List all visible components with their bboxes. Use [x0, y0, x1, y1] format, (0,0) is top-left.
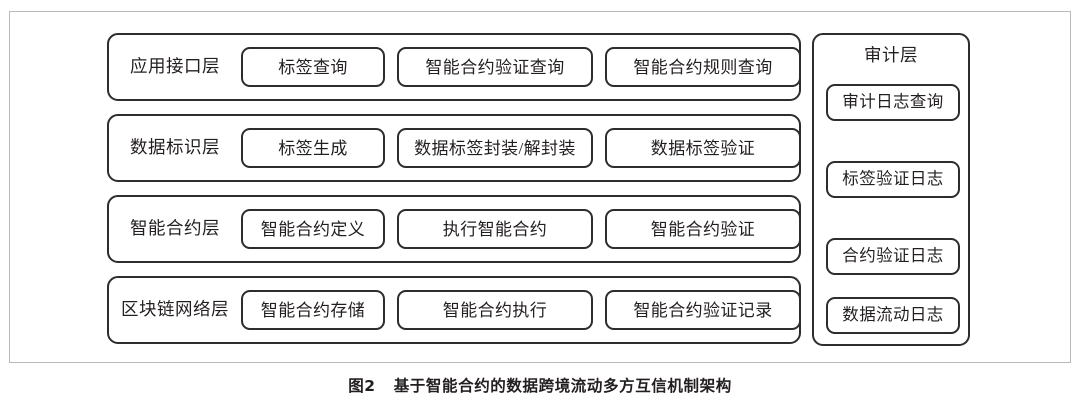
- layer-node[interactable]: 智能合约执行: [397, 290, 593, 330]
- layer-node[interactable]: 数据标签验证: [605, 128, 801, 168]
- layer-row-application-interface: 应用接口层 标签查询 智能合约验证查询 智能合约规则查询: [107, 33, 801, 101]
- figure-caption-text: 基于智能合约的数据跨境流动多方互信机制架构: [393, 377, 732, 395]
- audit-node[interactable]: 审计日志查询: [826, 84, 960, 121]
- layer-node[interactable]: 智能合约存储: [241, 290, 385, 330]
- layer-title: 应用接口层: [130, 56, 220, 77]
- layer-node-group: 标签查询 智能合约验证查询 智能合约规则查询: [241, 47, 815, 87]
- layer-node[interactable]: 智能合约验证查询: [397, 47, 593, 87]
- layer-title: 区块链网络层: [121, 299, 229, 320]
- layer-title: 数据标识层: [130, 137, 220, 158]
- layer-node-group: 智能合约存储 智能合约执行 智能合约验证记录: [241, 290, 815, 330]
- layer-stack: 应用接口层 标签查询 智能合约验证查询 智能合约规则查询 数据标识层 标签生成 …: [107, 33, 801, 346]
- audit-node[interactable]: 标签验证日志: [826, 161, 960, 198]
- layer-node[interactable]: 智能合约验证记录: [605, 290, 801, 330]
- figure-caption-label: 图2: [348, 377, 376, 395]
- layer-node[interactable]: 智能合约定义: [241, 209, 385, 249]
- layer-node[interactable]: 标签查询: [241, 47, 385, 87]
- audit-node[interactable]: 数据流动日志: [826, 297, 960, 334]
- layer-node[interactable]: 智能合约规则查询: [605, 47, 801, 87]
- figure-caption: 图2 基于智能合约的数据跨境流动多方互信机制架构: [0, 377, 1080, 395]
- audit-layer-panel: 审计层 审计日志查询 标签验证日志 合约验证日志 数据流动日志: [812, 33, 970, 346]
- layer-node[interactable]: 数据标签封装/解封装: [397, 128, 593, 168]
- layer-node[interactable]: 执行智能合约: [397, 209, 593, 249]
- audit-node[interactable]: 合约验证日志: [826, 238, 960, 275]
- audit-panel-title: 审计层: [864, 45, 918, 65]
- layer-row-data-identification: 数据标识层 标签生成 数据标签封装/解封装 数据标签验证: [107, 114, 801, 182]
- layer-title: 智能合约层: [130, 218, 220, 239]
- layer-node-group: 标签生成 数据标签封装/解封装 数据标签验证: [241, 128, 815, 168]
- layer-row-blockchain-network: 区块链网络层 智能合约存储 智能合约执行 智能合约验证记录: [107, 276, 801, 344]
- layer-node-group: 智能合约定义 执行智能合约 智能合约验证: [241, 209, 815, 249]
- layer-row-smart-contract: 智能合约层 智能合约定义 执行智能合约 智能合约验证: [107, 195, 801, 263]
- layer-node[interactable]: 标签生成: [241, 128, 385, 168]
- layer-node[interactable]: 智能合约验证: [605, 209, 801, 249]
